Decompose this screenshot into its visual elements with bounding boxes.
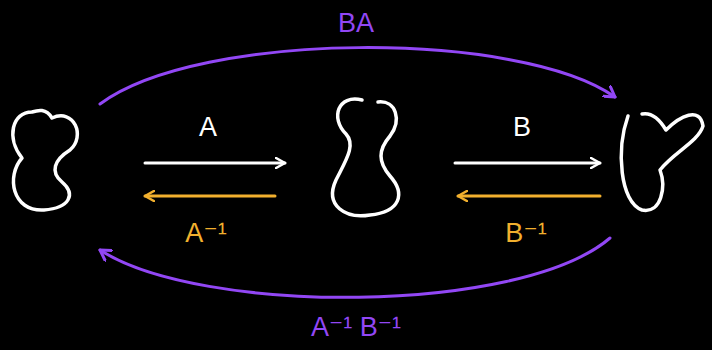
arrow-a (145, 162, 285, 165)
arrow-label: A (196, 113, 220, 143)
arrow-label: A⁻¹ B⁻¹ (308, 313, 404, 343)
arrow-a-inverse (145, 195, 275, 198)
middle-blob (333, 99, 399, 216)
arrow-b-inverse (458, 195, 600, 198)
arrow-label: A⁻¹ (182, 219, 229, 249)
arrow-label: B⁻¹ (502, 219, 549, 249)
arrow-b (455, 162, 600, 165)
arrow-label: BA (335, 9, 377, 39)
left-blob (13, 110, 78, 210)
arc-ba (100, 48, 615, 104)
arrow-label: B (510, 113, 534, 143)
right-blob (621, 114, 703, 211)
